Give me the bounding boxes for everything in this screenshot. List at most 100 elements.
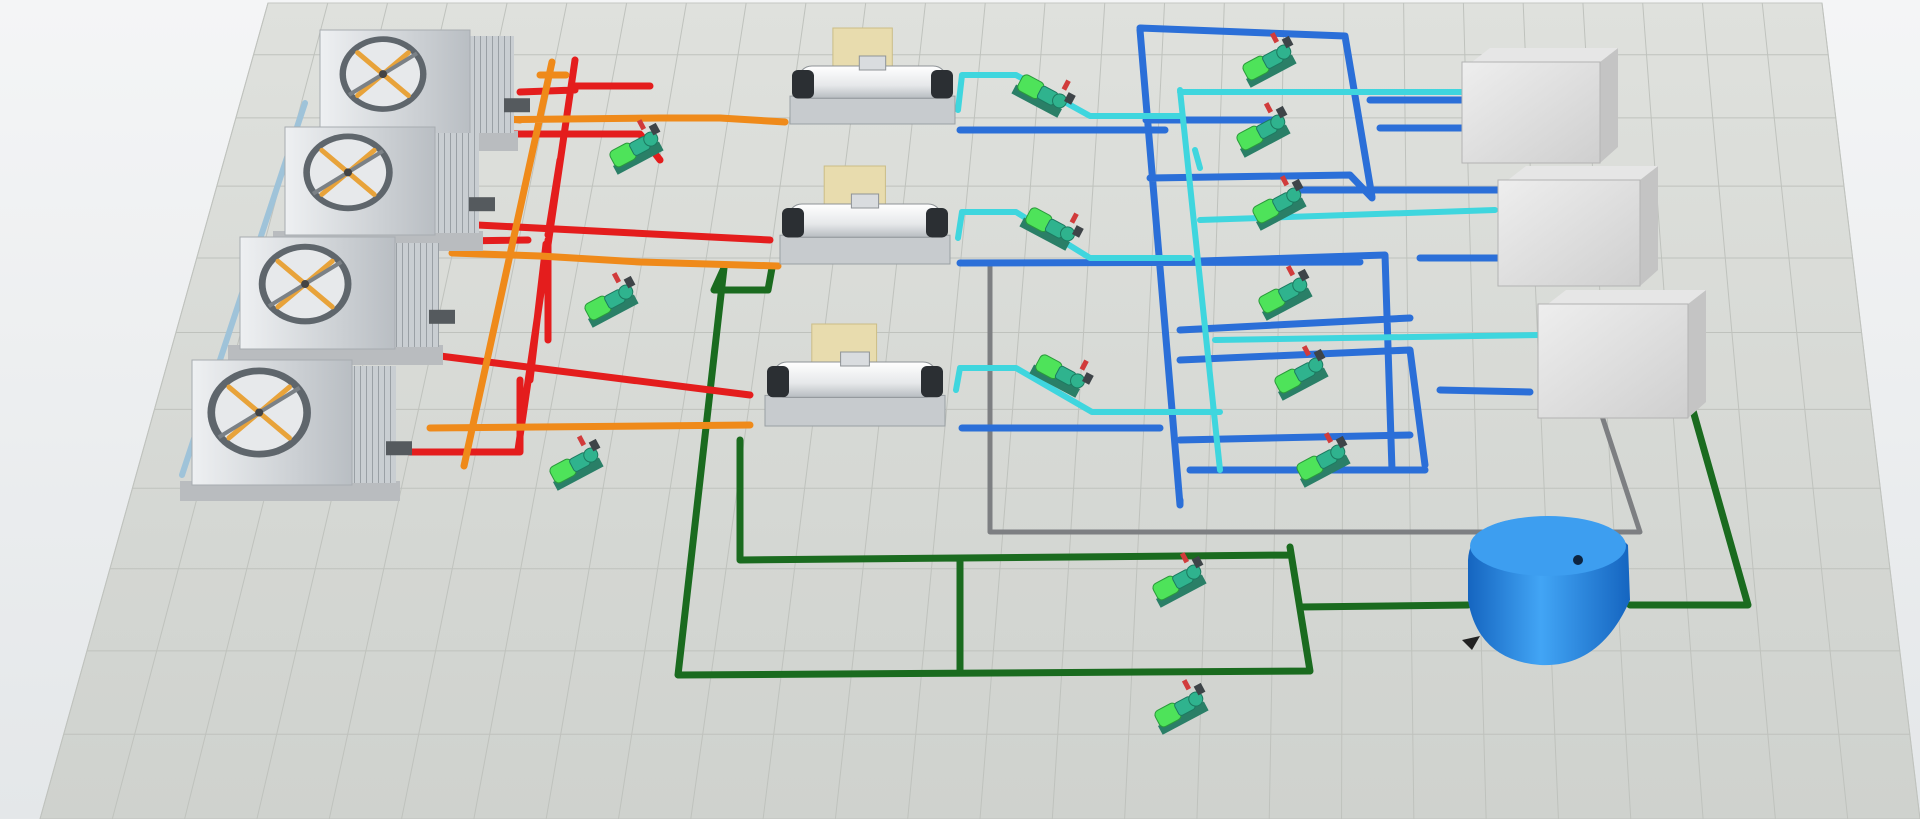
air-handler-group [1461, 48, 1706, 419]
pump-icon [1236, 102, 1291, 158]
air-handler-3[interactable] [1537, 290, 1706, 419]
ahu-body [1461, 61, 1601, 164]
ahu-side [1600, 48, 1618, 163]
grid-line [1701, 2, 1776, 819]
tower-outlet [386, 441, 412, 456]
tank-top [1470, 516, 1626, 576]
secondary-pump-1[interactable] [1233, 27, 1302, 88]
tower-fin-panel [391, 243, 439, 347]
tower-fin-panel [431, 133, 479, 233]
chiller-endcap [767, 366, 789, 398]
floor-grid [39, 2, 1920, 819]
cooling-pump-2[interactable] [575, 267, 644, 328]
pump-group [540, 27, 1356, 735]
pump-icon [584, 272, 639, 328]
chilled-return-pipe [953, 72, 1543, 473]
chiller-endcap [792, 70, 814, 99]
grid-line [907, 2, 986, 819]
grid-line [545, 2, 687, 819]
grid-line [473, 2, 628, 819]
pump-icon [1019, 207, 1084, 251]
air-handler-2[interactable] [1497, 166, 1658, 287]
chiller-compressor [850, 193, 880, 209]
chiller-1[interactable] [789, 27, 956, 125]
tower-fin-panel [466, 36, 514, 133]
tower-fin-panel [348, 366, 396, 483]
pump-icon [1029, 354, 1094, 398]
fan-icon [339, 36, 427, 112]
pump-icon [1296, 432, 1351, 488]
cooling-pump-3[interactable] [540, 430, 609, 491]
chiller-endcap [921, 366, 943, 398]
ahu-body [1537, 303, 1689, 419]
pump-icon [609, 119, 664, 175]
chiller-frame [764, 394, 946, 427]
grid-line [1821, 2, 1920, 819]
air-handler-1[interactable] [1461, 48, 1618, 164]
ahu-side [1688, 290, 1706, 418]
chiller-compressor [858, 55, 887, 71]
secondary-pump-4[interactable] [1249, 260, 1318, 321]
chilled-pump-3[interactable] [1029, 340, 1098, 401]
pump-icon [549, 435, 604, 491]
grid-line [1341, 2, 1345, 819]
pump-icon [1274, 345, 1329, 401]
grid-line [39, 2, 269, 819]
chiller-group [764, 27, 956, 427]
chiller-frame [779, 234, 951, 265]
grid-line [1051, 2, 1106, 819]
fan-icon [303, 133, 393, 212]
ahu-body [1497, 179, 1641, 287]
cooling-tower-2[interactable] [273, 126, 495, 251]
tower-base [180, 481, 400, 501]
cooling-tower-group [180, 29, 530, 501]
pump-icon [1152, 552, 1207, 608]
cooling-pump-1[interactable] [600, 114, 669, 175]
secondary-pump-2[interactable] [1227, 97, 1296, 158]
cooling-tower-3[interactable] [228, 236, 455, 365]
tower-outlet [469, 197, 495, 212]
cooling-tower-4[interactable] [180, 359, 412, 501]
makeup-pump-1[interactable] [1143, 547, 1212, 608]
grid-line [690, 2, 807, 819]
chilled-pump-2[interactable] [1019, 193, 1088, 254]
pump-icon [1252, 175, 1307, 231]
chiller-frame [789, 95, 956, 125]
ahu-top [1548, 290, 1706, 304]
tank-nozzle [1573, 555, 1583, 565]
chiller-shell [787, 203, 943, 238]
makeup-pump-2[interactable] [1145, 674, 1214, 735]
secondary-pump-5[interactable] [1265, 340, 1334, 401]
grid-line [979, 2, 1046, 819]
grid-line [401, 2, 568, 819]
secondary-pump-6[interactable] [1287, 427, 1356, 488]
cooling-return-pipe [426, 58, 789, 470]
ahu-side [1640, 166, 1658, 286]
fan-icon [258, 243, 352, 325]
grid-line [1268, 2, 1285, 819]
tank-base [1462, 636, 1480, 650]
chiller-endcap [782, 208, 804, 238]
chiller-shell [797, 65, 948, 99]
pump-icon [1154, 679, 1209, 735]
secondary-pump-3[interactable] [1243, 170, 1312, 231]
chiller-endcap [926, 208, 948, 238]
pump-icon [1011, 74, 1076, 118]
tower-outlet [429, 309, 455, 324]
chilled-pump-1[interactable] [1011, 60, 1080, 121]
grid-line [1761, 2, 1849, 819]
expansion-tank[interactable] [1462, 516, 1630, 666]
chiller-shell [772, 361, 938, 398]
pump-icon [1258, 265, 1313, 321]
chiller-3[interactable] [764, 323, 946, 427]
chiller-2[interactable] [779, 165, 951, 265]
fan-icon [207, 367, 311, 458]
ahu-top [1472, 48, 1618, 62]
ahu-top [1508, 166, 1658, 180]
grid-line [617, 2, 747, 819]
makeup-water-pipe [674, 264, 1752, 679]
chiller-compressor [840, 351, 870, 367]
tower-outlet [504, 98, 530, 113]
grid-line [1403, 2, 1415, 819]
